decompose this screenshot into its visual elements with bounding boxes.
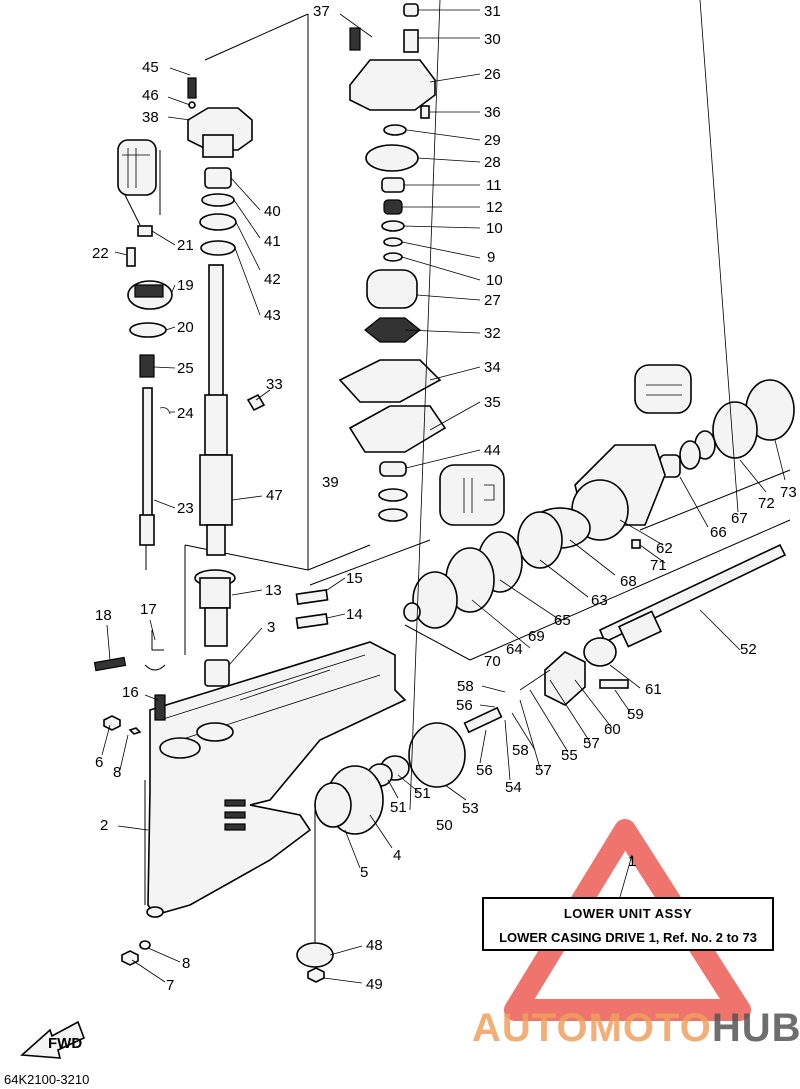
label-64: 64 [506,641,523,658]
watermark-part1: AUTOMOTO [472,1006,712,1050]
label-47: 47 [266,487,283,504]
label-67: 67 [731,510,748,527]
label-68: 68 [620,573,637,590]
label-45: 45 [142,59,159,76]
label-8a: 8 [113,764,121,781]
label-27: 27 [484,292,501,309]
label-50: 50 [436,817,453,834]
label-5: 5 [360,864,368,881]
label-41: 41 [264,233,281,250]
label-54: 54 [505,779,522,796]
propeller-shaft [296,543,787,983]
label-36: 36 [484,104,501,121]
label-60: 60 [604,721,621,738]
label-26: 26 [484,66,501,83]
label-23: 23 [177,500,194,517]
label-21: 21 [177,237,194,254]
label-65: 65 [554,612,571,629]
label-32: 32 [484,325,501,342]
label-10b: 10 [486,272,503,289]
label-8b: 8 [182,955,190,972]
label-30: 30 [484,31,501,48]
label-25: 25 [177,360,194,377]
label-66: 66 [710,524,727,541]
propeller-shaft-housing [403,364,795,629]
label-18: 18 [95,607,112,624]
label-9: 9 [487,249,495,266]
label-39: 39 [322,474,339,491]
lower-casing [93,630,407,966]
label-4: 4 [393,847,401,864]
watermark-logo: AUTOMOTOHUB [472,1006,800,1051]
water-pump-assembly [338,3,505,526]
label-49: 49 [366,976,383,993]
label-59: 59 [627,706,644,723]
label-38: 38 [142,109,159,126]
label-2: 2 [100,817,108,834]
label-17: 17 [140,601,157,618]
label-46: 46 [142,87,159,104]
watermark-part2: HUB [711,1006,800,1050]
sleeve-parts [194,569,329,687]
label-40: 40 [264,203,281,220]
label-57a: 57 [535,762,552,779]
label-56b: 56 [476,762,493,779]
label-12: 12 [486,199,503,216]
label-42: 42 [264,271,281,288]
label-13: 13 [265,582,282,599]
label-55: 55 [561,747,578,764]
label-71: 71 [650,557,667,574]
leader-lines [101,0,786,984]
label-37: 37 [313,3,330,20]
label-51a: 51 [390,799,407,816]
label-35: 35 [484,394,501,411]
diagram-code: 64K2100-3210 [4,1072,90,1087]
label-31: 31 [484,3,501,20]
label-3: 3 [267,619,275,636]
label-14: 14 [346,606,363,623]
label-6: 6 [95,754,103,771]
label-43: 43 [264,307,281,324]
assembly-title-box: LOWER UNIT ASSY LOWER CASING DRIVE 1, Re… [482,897,774,951]
label-16: 16 [122,684,139,701]
fwd-arrow: FWD [20,1020,86,1059]
label-63: 63 [591,592,608,609]
fwd-label: FWD [48,1035,82,1052]
label-34: 34 [484,359,501,376]
label-73: 73 [780,484,797,501]
label-15: 15 [346,570,363,587]
label-29: 29 [484,132,501,149]
assembly-subtitle: LOWER CASING DRIVE 1, Ref. No. 2 to 73 [499,930,757,945]
label-1: 1 [628,853,636,870]
label-7: 7 [166,977,174,994]
label-58a: 58 [457,678,474,695]
assembly-lines [144,13,791,945]
label-22: 22 [92,245,109,262]
label-52: 52 [740,641,757,658]
assembly-title: LOWER UNIT ASSY [563,906,693,921]
label-11: 11 [486,177,502,194]
label-57b: 57 [583,735,600,752]
label-28: 28 [484,154,501,171]
label-53: 53 [462,800,479,817]
label-62: 62 [656,540,673,557]
label-69: 69 [528,628,545,645]
label-72: 72 [758,495,775,512]
label-10a: 10 [486,220,503,237]
label-58b: 58 [512,742,529,759]
label-48: 48 [366,937,383,954]
label-33: 33 [266,376,283,393]
label-70: 70 [484,653,501,670]
label-44: 44 [484,442,501,459]
label-24: 24 [177,405,194,422]
label-56a: 56 [456,697,473,714]
label-61: 61 [645,681,662,698]
drive-shaft-assembly [187,77,266,556]
shift-rod-assembly [117,139,173,546]
part-labels: 1 2 3 4 5 6 7 8 8 9 10 10 11 12 13 14 15… [92,3,797,994]
label-51b: 51 [414,785,431,802]
label-20: 20 [177,319,194,336]
label-19: 19 [177,277,194,294]
